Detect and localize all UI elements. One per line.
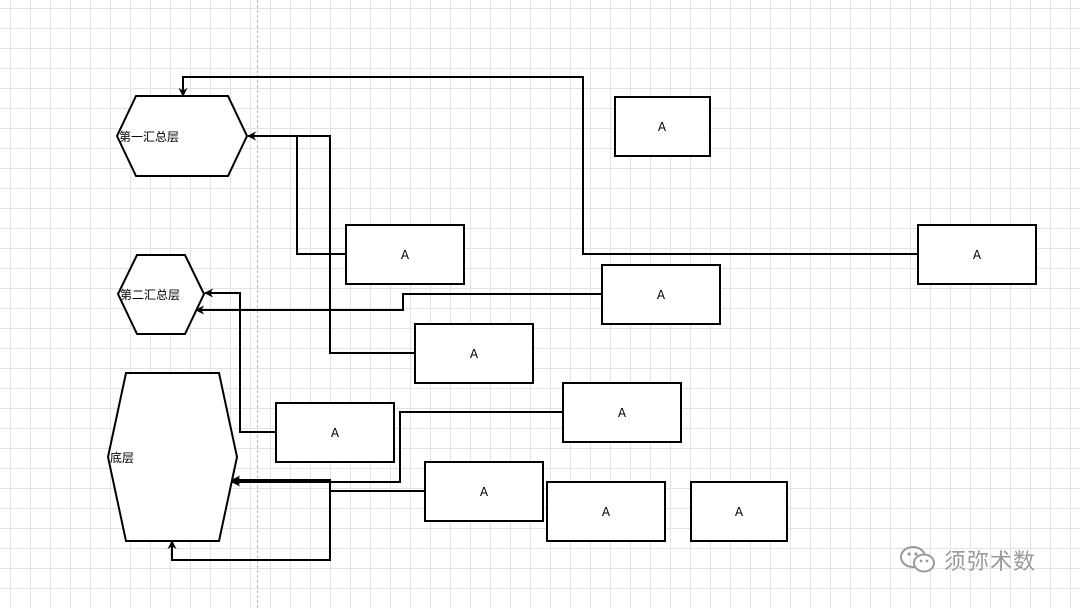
hexagon-second-summary-label: 第二汇总层: [120, 288, 180, 302]
connector-box5-to-first-summary: [178, 76, 918, 255]
box-9: A: [546, 481, 666, 542]
hexagon-base-label: 底层: [110, 450, 134, 465]
box-7: A: [275, 402, 395, 463]
wechat-icon: [900, 546, 935, 573]
box-5: A: [917, 224, 1037, 285]
hexagon-second-summary: 第二汇总层: [116, 254, 206, 335]
box-10: A: [690, 481, 788, 542]
box-3-label: A: [657, 288, 666, 302]
connectors: [167, 76, 918, 561]
box-2-label: A: [401, 248, 410, 262]
hexagon-first-summary: 第一汇总层: [115, 95, 249, 177]
watermark-text: 须弥术数: [944, 550, 1037, 575]
box-2: A: [345, 224, 465, 285]
box-5-label: A: [973, 248, 982, 262]
connector-box8-to-base-bottom: [167, 480, 331, 561]
box-4-label: A: [470, 347, 479, 361]
box-10-label: A: [735, 505, 744, 519]
hexagon-first-summary-label: 第一汇总层: [119, 130, 179, 144]
hexagon-base: 底层: [106, 372, 239, 542]
box-9-label: A: [602, 505, 611, 519]
box-8-label: A: [480, 485, 489, 499]
box-6-label: A: [618, 406, 627, 420]
page-guide-line: [257, 0, 258, 608]
connector-box3-to-second-summary: [195, 293, 602, 315]
connector-box7-to-second-summary: [204, 288, 276, 433]
connector-box2-to-first-summary: [247, 131, 346, 255]
connector-box6-to-base: [231, 411, 563, 487]
watermark: 须弥术数: [898, 542, 1036, 578]
box-4: A: [414, 323, 534, 384]
connector-box4-to-first-summary: [297, 135, 415, 354]
box-6: A: [562, 382, 682, 443]
box-8: A: [424, 461, 544, 522]
box-1-label: A: [658, 120, 667, 134]
box-7-label: A: [331, 426, 340, 440]
box-1: A: [614, 96, 711, 157]
box-3: A: [601, 264, 721, 325]
